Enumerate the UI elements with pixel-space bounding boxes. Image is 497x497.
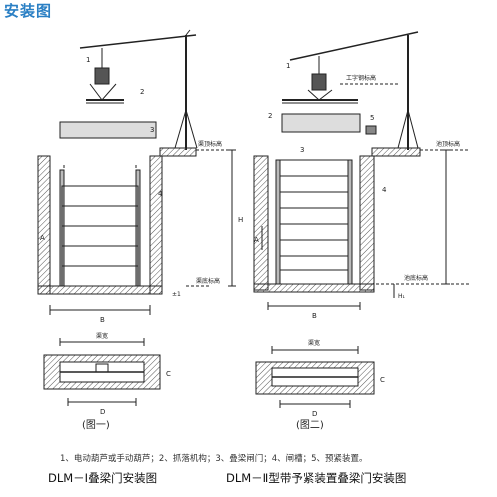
- channel-wall-left: [37, 155, 51, 295]
- fig2-dim-b: B: [312, 312, 317, 320]
- fig2-number-1: 1: [286, 62, 290, 70]
- figure-two-elevation: [253, 31, 470, 408]
- figure-one-plan: [43, 338, 161, 406]
- stoplog-stack: [61, 185, 139, 287]
- fig2-dim-h1: H₁: [398, 293, 406, 300]
- fig2-number-4: 4: [382, 186, 387, 194]
- legend-text: 1、电动葫芦或手动葫芦；2、抓落机构；3、叠梁闸门；4、闸槽；5、预紧装置。: [60, 454, 368, 464]
- fig1-dim-h: H: [238, 216, 243, 224]
- fig2-plan-c: C: [380, 376, 385, 384]
- fig1-number-4: 4: [158, 190, 163, 198]
- caption-left: DLM－Ⅰ叠梁门安装图: [48, 471, 158, 485]
- fig2-top-elevation: 池顶标高: [436, 140, 460, 148]
- fig1-bottom-elevation: 渠底标高: [196, 277, 220, 285]
- caption-right: DLM－Ⅱ型带予紧装置叠梁门安装图: [226, 471, 407, 485]
- fig1-number-1: 1: [86, 56, 90, 64]
- fig1-plan-d: D: [100, 408, 105, 416]
- hoist: [94, 67, 110, 85]
- page-title: 安装图: [4, 2, 53, 20]
- gate-panel-lifted: [59, 121, 157, 139]
- fig1-number-3: 3: [150, 126, 154, 134]
- fig2-caption: (图二): [296, 419, 324, 431]
- stoplog-stack-two: [279, 159, 349, 285]
- fig1-dim-a: A: [40, 234, 45, 242]
- fig1-caption: (图一): [82, 419, 110, 431]
- fig2-plan-width: 渠宽: [308, 339, 320, 347]
- fig2-dim-a: A: [254, 236, 259, 244]
- figure-one-elevation: [37, 29, 236, 406]
- fig1-dim-delta: ±1: [172, 291, 181, 298]
- fig1-plan-width: 渠宽: [96, 332, 108, 340]
- channel-wall-right: [149, 155, 163, 295]
- grab-mechanism: [89, 83, 117, 101]
- channel-floor: [37, 285, 163, 295]
- fig2-number-5: 5: [370, 114, 374, 122]
- figure-two-plan: [255, 346, 375, 408]
- fig2-beam-elevation: 工字钢标高: [346, 74, 376, 82]
- fig2-bottom-elevation: 池底标高: [404, 274, 428, 282]
- figure-two-labels: 1 2 3 4 5 工字钢标高 池顶标高 池底标高 H₁ A B 渠宽 C D …: [254, 62, 460, 431]
- fig1-top-elevation: 渠顶标高: [198, 140, 222, 148]
- fig1-plan-c: C: [166, 370, 171, 378]
- fig1-number-2: 2: [140, 88, 144, 96]
- crane-jib: [79, 34, 197, 49]
- figure-one-labels: 1 2 3 4 渠顶标高 渠底标高 H A B ±1 渠宽 C D (图一): [40, 56, 243, 431]
- fig2-number-3: 3: [300, 146, 304, 154]
- fig1-dim-b: B: [100, 316, 105, 324]
- fig2-plan-d: D: [312, 410, 317, 418]
- fig2-number-2: 2: [268, 112, 272, 120]
